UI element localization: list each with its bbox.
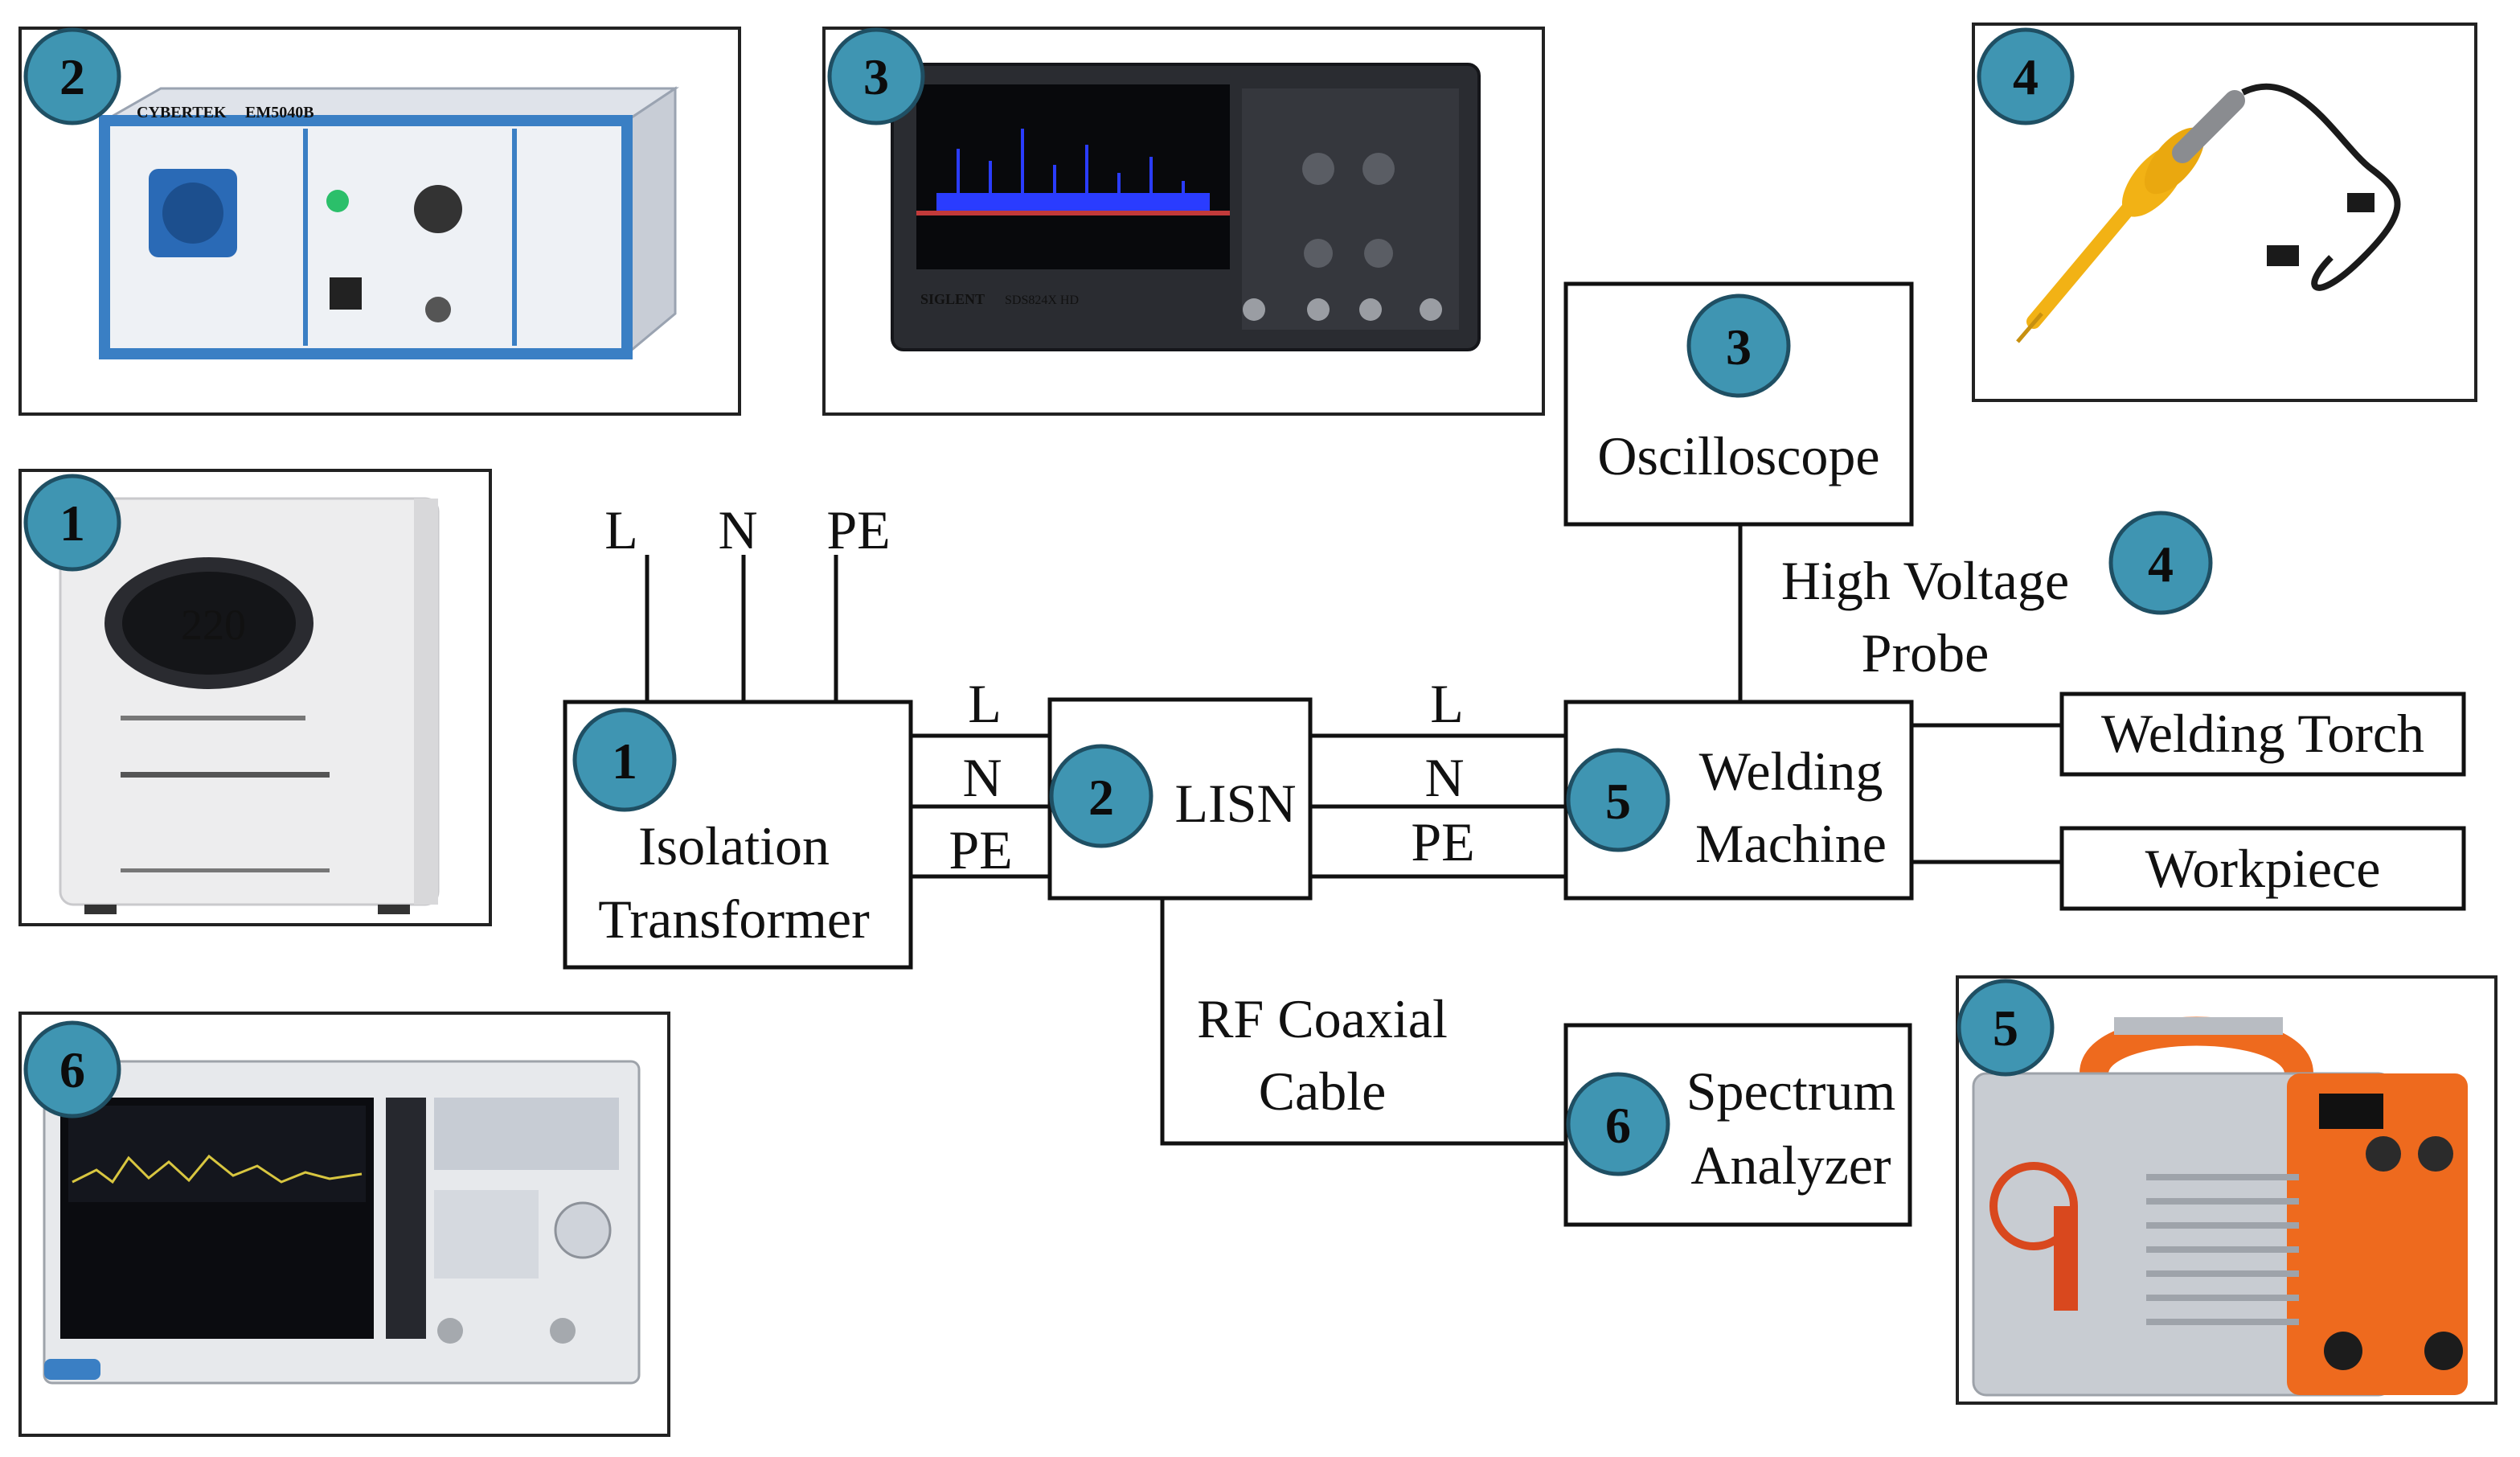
photo-oscilloscope: SIGLENT SDS824X HD 3 <box>822 27 1545 416</box>
badge-photo-4: 4 <box>1977 27 2075 125</box>
spectrum-analyzer-label-line1: Spectrum <box>1686 1061 1896 1122</box>
lisn-brand: CYBERTEK <box>137 104 227 121</box>
supply-label-pe: PE <box>826 499 890 560</box>
badge-photo-4-number: 4 <box>2013 48 2039 105</box>
high-voltage-probe-photo-icon <box>2016 83 2401 343</box>
badge-photo-2-number: 2 <box>59 48 85 105</box>
block-welding-machine: 5 Welding Machine <box>1563 700 1914 901</box>
block-workpiece: Workpiece <box>2059 826 2466 911</box>
badge-photo-2: 2 <box>23 27 121 125</box>
welding-machine-label-line2: Machine <box>1695 813 1887 874</box>
oscilloscope-brand: SIGLENT <box>920 291 985 307</box>
badge-lisn-number: 2 <box>1088 769 1114 826</box>
wire-b-label-pe: PE <box>1411 811 1474 872</box>
lisn-photo-icon: CYBERTEK EM5040B <box>99 86 679 359</box>
badge-photo-5: 5 <box>1957 979 2055 1077</box>
supply-label-n: N <box>718 499 757 560</box>
badge-photo-6: 6 <box>23 1020 121 1118</box>
badge-probe-number: 4 <box>2148 536 2174 593</box>
label-rf-coaxial-cable: RF Coaxial Cable <box>1197 988 1448 1122</box>
supply-label-l: L <box>604 499 638 560</box>
wire-b-label-l: L <box>1430 673 1464 734</box>
wiring <box>645 524 2062 1146</box>
label-high-voltage-probe: High Voltage Probe 4 <box>1781 511 2213 683</box>
badge-welding-machine-number: 5 <box>1605 773 1631 830</box>
badge-photo-3-number: 3 <box>863 48 889 105</box>
rf-coaxial-cable-wire <box>1160 898 1566 1146</box>
workpiece-label: Workpiece <box>2145 838 2381 899</box>
block-oscilloscope: 3 Oscilloscope <box>1563 281 1914 527</box>
oscilloscope-model: SDS824X HD <box>1005 293 1079 307</box>
photo-high-voltage-probe: 4 <box>1972 23 2477 402</box>
oscilloscope-label: Oscilloscope <box>1597 425 1879 486</box>
photo-spectrum-analyzer: 6 <box>18 1012 670 1437</box>
coax-label-line1: RF Coaxial <box>1197 988 1448 1049</box>
wire-a-label-l: L <box>968 673 1002 734</box>
badge-photo-1-number: 1 <box>59 495 85 552</box>
svg-text:220: 220 <box>181 601 246 649</box>
lisn-label: LISN <box>1174 773 1296 834</box>
isolation-transformer-label-line1: Isolation <box>638 815 830 876</box>
block-welding-torch: Welding Torch <box>2059 692 2466 777</box>
badge-photo-6-number: 6 <box>59 1041 85 1098</box>
oscilloscope-spectrum-trace <box>936 129 1210 211</box>
photo-welding-machine: 5 <box>1956 975 2497 1405</box>
probe-label-line1: High Voltage <box>1781 550 2069 611</box>
spectrum-analyzer-photo-icon <box>43 1060 641 1385</box>
block-lisn: 2 LISN <box>1047 697 1313 901</box>
spectrum-analyzer-label-line2: Analyzer <box>1690 1135 1891 1196</box>
wire-a-label-n: N <box>962 747 1002 808</box>
welding-torch-label: Welding Torch <box>2101 703 2424 764</box>
oscilloscope-photo-icon: SIGLENT SDS824X HD <box>891 63 1481 351</box>
welding-machine-photo-icon <box>1972 1016 2468 1397</box>
isolation-transformer-label-line2: Transformer <box>598 889 870 950</box>
wire-b-label-n: N <box>1424 747 1464 808</box>
badge-photo-1: 1 <box>23 474 121 572</box>
photo-isolation-transformer: 220 1 <box>18 469 492 926</box>
badge-photo-3: 3 <box>827 27 925 125</box>
block-spectrum-analyzer: 6 Spectrum Analyzer <box>1563 1023 1912 1227</box>
lisn-model: EM5040B <box>245 104 314 121</box>
badge-photo-5-number: 5 <box>1993 999 2018 1057</box>
wire-a-label-pe: PE <box>949 819 1012 880</box>
isolation-transformer-photo-icon: 220 <box>59 497 440 914</box>
photo-lisn: CYBERTEK EM5040B 2 <box>18 27 741 416</box>
badge-isolation-transformer-number: 1 <box>612 733 637 790</box>
badge-oscilloscope-number: 3 <box>1726 318 1752 376</box>
block-isolation-transformer: 1 Isolation Transformer <box>563 700 913 970</box>
coax-label-line2: Cable <box>1259 1061 1387 1122</box>
probe-label-line2: Probe <box>1862 622 1989 683</box>
welding-machine-label-line1: Welding <box>1699 741 1883 802</box>
badge-spectrum-analyzer-number: 6 <box>1605 1097 1631 1154</box>
welding-machine-vent <box>2146 1174 2299 1325</box>
